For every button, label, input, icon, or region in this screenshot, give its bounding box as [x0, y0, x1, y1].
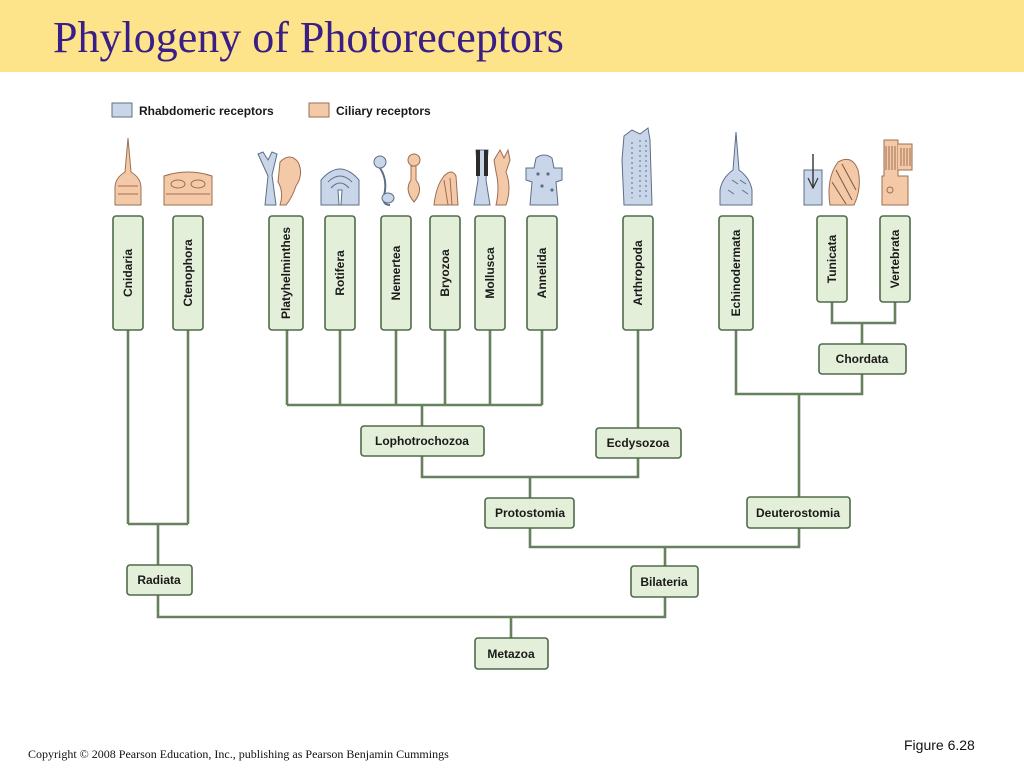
- taxon-label-rotifera: Rotifera: [333, 250, 347, 296]
- taxon-label-bryozoa: Bryozoa: [438, 249, 452, 297]
- clade-ecdysozoa: Ecdysozoa: [595, 427, 682, 459]
- taxon-label-cnidaria: Cnidaria: [121, 249, 135, 297]
- taxon-annelida: Annelida: [526, 215, 558, 331]
- clade-boxes: Chordata Lophotrochozoa Ecdysozoa Protos…: [126, 343, 907, 670]
- receptor-illustration-ctenophora: [163, 171, 213, 206]
- edge-radiata-join: [128, 522, 188, 565]
- taxon-rotifera: Rotifera: [324, 215, 356, 331]
- clade-label-lophotrochozoa: Lophotrochozoa: [375, 434, 469, 448]
- taxon-label-tunicata: Tunicata: [825, 234, 839, 283]
- taxon-label-platyhelminthes: Platyhelminthes: [279, 227, 293, 319]
- figure-label: Figure 6.28: [904, 737, 975, 753]
- title-bar: [0, 0, 1024, 72]
- clade-chordata: Chordata: [818, 343, 907, 375]
- legend: Rhabdomeric receptors Ciliary receptors: [111, 102, 431, 118]
- clade-label-metazoa: Metazoa: [487, 647, 535, 661]
- receptor-illustration-vertebrata: [881, 139, 913, 206]
- clade-lophotrochozoa: Lophotrochozoa: [360, 425, 485, 457]
- clade-metazoa: Metazoa: [474, 637, 549, 670]
- receptor-illustration-arthropoda: [621, 127, 653, 206]
- taxon-label-mollusca: Mollusca: [483, 247, 497, 299]
- edge-protostomia-join: [420, 456, 640, 498]
- taxon-tunicata: Tunicata: [816, 215, 848, 303]
- legend-swatch-rhabdomeric: [111, 102, 133, 118]
- clade-protostomia: Protostomia: [484, 497, 575, 529]
- receptor-illustration-cnidaria: [114, 137, 142, 206]
- clade-radiata: Radiata: [126, 564, 193, 596]
- taxon-vertebrata: Vertebrata: [879, 215, 911, 303]
- legend-label-ciliary: Ciliary receptors: [336, 104, 431, 118]
- taxon-mollusca: Mollusca: [474, 215, 506, 331]
- page-title: Phylogeny of Photoreceptors: [53, 13, 564, 62]
- receptor-illustration-nemertea: [373, 153, 421, 206]
- copyright-notice: Copyright © 2008 Pearson Education, Inc.…: [28, 747, 449, 761]
- taxon-label-arthropoda: Arthropoda: [631, 240, 645, 306]
- taxon-label-ctenophora: Ctenophora: [181, 239, 195, 307]
- photoreceptor-illustrations: [114, 127, 913, 206]
- edge-metazoa-join: [156, 595, 667, 638]
- clade-deuterostomia: Deuterostomia: [746, 496, 851, 529]
- edge-chordata-taxa: [830, 302, 897, 344]
- receptor-illustration-mollusca: [473, 148, 511, 206]
- clade-label-ecdysozoa: Ecdysozoa: [607, 436, 670, 450]
- receptor-illustration-annelida: [525, 154, 563, 206]
- receptor-illustration-rotifera: [320, 168, 360, 206]
- taxon-label-nemertea: Nemertea: [389, 245, 403, 300]
- receptor-illustration-platyhelminthes: [257, 151, 302, 206]
- taxon-echinodermata: Echinodermata: [718, 215, 754, 331]
- edge-lopho-taxa: [285, 330, 544, 426]
- taxon-platyhelminthes: Platyhelminthes: [268, 215, 304, 331]
- taxon-label-echinodermata: Echinodermata: [729, 229, 743, 316]
- clade-label-protostomia: Protostomia: [495, 506, 565, 520]
- legend-swatch-ciliary: [308, 102, 330, 118]
- tree-edges: [126, 302, 897, 638]
- clade-label-deuterostomia: Deuterostomia: [756, 506, 840, 520]
- taxon-bryozoa: Bryozoa: [429, 215, 461, 331]
- taxa-boxes: Cnidaria Ctenophora Platyhelminthes Roti…: [112, 215, 911, 331]
- taxon-nemertea: Nemertea: [380, 215, 412, 331]
- clade-label-bilateria: Bilateria: [640, 575, 688, 589]
- clade-label-chordata: Chordata: [836, 352, 889, 366]
- edge-bilateria-join: [528, 528, 801, 566]
- receptor-illustration-echinodermata: [719, 131, 753, 206]
- edge-deuterostomia-join: [734, 330, 864, 497]
- clade-label-radiata: Radiata: [137, 573, 181, 587]
- taxon-arthropoda: Arthropoda: [622, 215, 654, 331]
- taxon-cnidaria: Cnidaria: [112, 215, 144, 331]
- taxon-label-vertebrata: Vertebrata: [888, 229, 902, 288]
- legend-label-rhabdomeric: Rhabdomeric receptors: [139, 104, 274, 118]
- taxon-ctenophora: Ctenophora: [172, 215, 204, 331]
- taxon-label-annelida: Annelida: [535, 247, 549, 298]
- clade-bilateria: Bilateria: [630, 565, 699, 598]
- receptor-illustration-tunicata: [803, 154, 860, 206]
- receptor-illustration-bryozoa: [433, 171, 459, 206]
